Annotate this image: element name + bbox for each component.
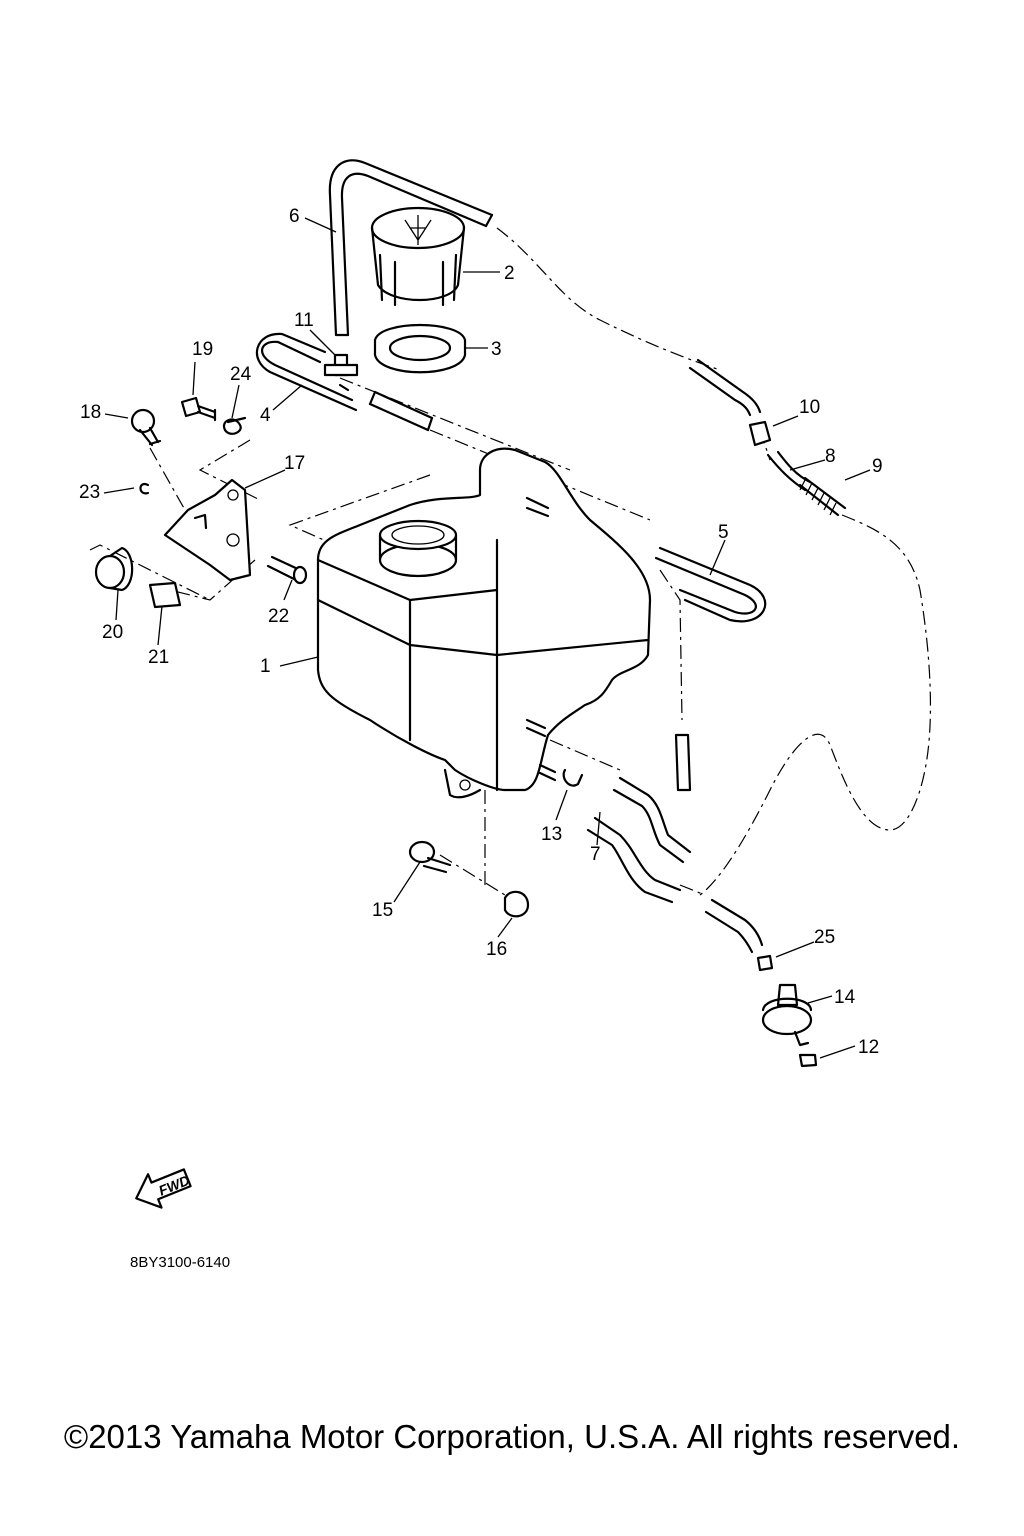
callout-23: 23 bbox=[79, 482, 100, 503]
callout-21: 21 bbox=[148, 647, 169, 668]
spring-9 bbox=[798, 476, 847, 517]
hose-short bbox=[368, 390, 434, 432]
callout-2: 2 bbox=[504, 263, 515, 284]
callout-20: 20 bbox=[102, 622, 123, 643]
bolt-18 bbox=[130, 408, 162, 447]
copyright-notice: ©2013 Yamaha Motor Corporation, U.S.A. A… bbox=[63, 1418, 961, 1455]
callout-17: 17 bbox=[284, 453, 305, 474]
callout-3: 3 bbox=[491, 339, 502, 360]
callout-18: 18 bbox=[80, 402, 101, 423]
bolt-15 bbox=[408, 840, 452, 874]
grommet-16 bbox=[503, 890, 530, 918]
part-code: 8BY3100-6140 bbox=[130, 1254, 231, 1271]
callout-24: 24 bbox=[230, 364, 252, 385]
grommet-20 bbox=[94, 546, 134, 592]
collar-21 bbox=[148, 581, 182, 609]
tank-1 bbox=[316, 447, 652, 799]
callout-12: 12 bbox=[858, 1037, 879, 1058]
hose-7 bbox=[586, 776, 692, 904]
callout-9: 9 bbox=[872, 456, 883, 477]
callout-5: 5 bbox=[718, 522, 729, 543]
bolt-22 bbox=[266, 555, 308, 585]
filter-14 bbox=[761, 983, 813, 1047]
callout-6: 6 bbox=[289, 206, 300, 227]
callout-11: 11 bbox=[294, 310, 314, 331]
t-joint-11 bbox=[323, 353, 359, 392]
callout-4: 4 bbox=[260, 405, 271, 426]
callout-25: 25 bbox=[814, 927, 835, 948]
hose-upper-right bbox=[688, 358, 762, 417]
callout-13: 13 bbox=[541, 824, 562, 845]
hose-8 bbox=[766, 450, 812, 492]
filler-cap-2 bbox=[370, 206, 466, 307]
callout-10: 10 bbox=[799, 397, 820, 418]
callout-19: 19 bbox=[192, 339, 213, 360]
clamp-25 bbox=[756, 954, 774, 972]
hose-lower-right bbox=[704, 898, 764, 954]
hose-vertical bbox=[674, 733, 692, 792]
hose-5 bbox=[654, 546, 767, 623]
fitting-10 bbox=[748, 420, 772, 447]
callout-1: 1 bbox=[260, 656, 271, 677]
clamp-12 bbox=[798, 1053, 818, 1068]
vent-hose-6 bbox=[328, 159, 494, 337]
circlip-23 bbox=[139, 482, 150, 495]
gasket-3 bbox=[373, 323, 467, 374]
bolt-19 bbox=[180, 396, 217, 422]
bracket-17 bbox=[163, 478, 252, 582]
callout-7: 7 bbox=[590, 844, 601, 865]
clamp-13 bbox=[562, 768, 584, 787]
callout-8: 8 bbox=[825, 446, 836, 467]
callout-labels: 6 2 3 11 19 24 4 18 10 8 9 17 23 5 22 20… bbox=[79, 206, 883, 1058]
callout-22: 22 bbox=[268, 606, 289, 627]
callout-16: 16 bbox=[486, 939, 507, 960]
clip-24 bbox=[222, 416, 247, 435]
fwd-label: FWD bbox=[156, 1172, 192, 1199]
hose-4 bbox=[255, 332, 358, 412]
fwd-arrow-icon: FWD bbox=[135, 1168, 192, 1209]
callout-15: 15 bbox=[372, 900, 393, 921]
leader-lines bbox=[103, 217, 871, 1059]
callout-14: 14 bbox=[834, 987, 856, 1008]
